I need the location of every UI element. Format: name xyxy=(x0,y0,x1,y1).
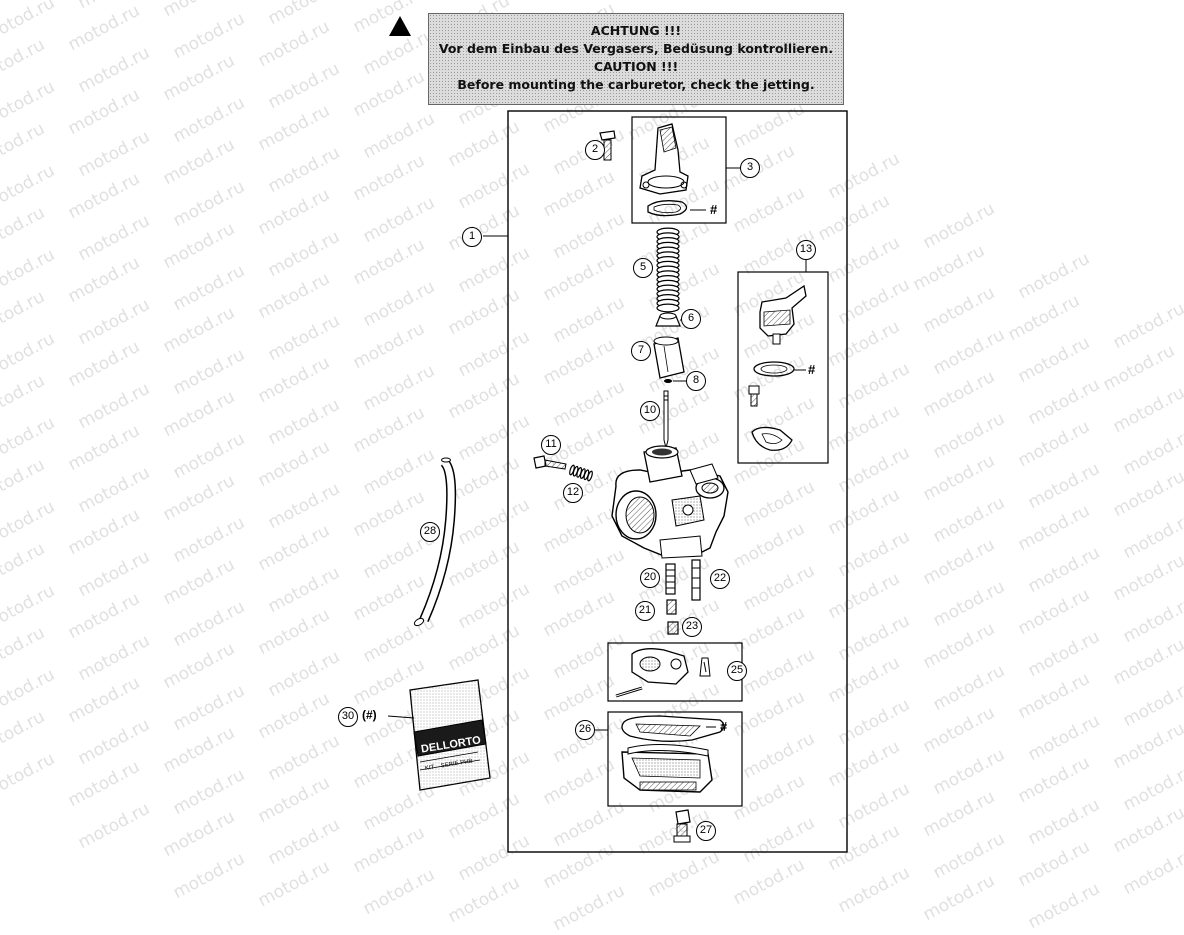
jet-part-20 xyxy=(665,563,676,595)
bag-label-line-1: KIT xyxy=(425,765,435,772)
callout-13: 13 xyxy=(796,240,816,260)
idle-screw-part-11 xyxy=(533,455,567,470)
part-13-box xyxy=(737,271,829,464)
callout-10: 10 xyxy=(640,401,660,421)
watermark-text: motod.ru xyxy=(549,880,629,935)
float-part-25 xyxy=(615,648,711,698)
part-3-box xyxy=(631,116,727,224)
spring-part-5 xyxy=(656,227,680,313)
screw-part-2 xyxy=(599,130,616,161)
callout-28: 28 xyxy=(420,522,440,542)
warning-text-de: Vor dem Einbau des Vergasers, Bedüsung k… xyxy=(438,41,834,56)
bag-label-line-2: SERIE PHB xyxy=(440,759,473,770)
choke-assembly-part-13 xyxy=(748,284,807,451)
callout-21: 21 xyxy=(635,601,655,621)
needle-part-10 xyxy=(663,390,669,449)
callout-26: 26 xyxy=(575,720,595,740)
callout-23: 23 xyxy=(682,617,702,637)
callout-8: 8 xyxy=(686,371,706,391)
fuel-hose-part-28 xyxy=(413,457,457,627)
warning-text-en: Before mounting the carburetor, check th… xyxy=(457,77,815,92)
assembly-frame xyxy=(507,110,848,853)
callout-7: 7 xyxy=(631,341,651,361)
float-bowl-part-26 xyxy=(621,715,725,793)
drain-screw-part-27 xyxy=(673,809,691,843)
carburetor-body xyxy=(611,445,729,559)
hash-mark-part-26: # xyxy=(720,719,728,734)
jet-kit-bag-part-30 xyxy=(387,679,491,791)
clip-part-8 xyxy=(664,379,686,383)
callout-5: 5 xyxy=(633,258,653,278)
diagram-graphics: DELLORTO KIT SERIE PHB xyxy=(387,110,848,853)
hash-mark-part-30: (#) xyxy=(362,708,377,722)
jet-part-23 xyxy=(667,621,679,635)
hash-mark-part-13: # xyxy=(808,362,816,377)
spring-seat-part-6 xyxy=(655,312,684,327)
warning-triangle-icon xyxy=(389,16,411,36)
callout-1: 1 xyxy=(462,227,482,247)
callout-6: 6 xyxy=(681,309,701,329)
callout-12: 12 xyxy=(563,483,583,503)
callout-25: 25 xyxy=(727,661,747,681)
warning-title-de: ACHTUNG !!! xyxy=(590,23,682,38)
callout-27: 27 xyxy=(696,821,716,841)
hash-mark-part-3: # xyxy=(710,202,718,217)
warning-box: ACHTUNG !!! Vor dem Einbau des Vergasers… xyxy=(428,13,844,105)
part-26-box xyxy=(607,711,743,807)
callout-30: 30 xyxy=(338,707,358,727)
callout-2: 2 xyxy=(585,140,605,160)
warning-title-en: CAUTION !!! xyxy=(593,59,679,74)
callout-11: 11 xyxy=(541,435,561,455)
callout-20: 20 xyxy=(640,568,660,588)
spring-part-12 xyxy=(569,464,593,482)
throttle-cap-part-3 xyxy=(639,123,706,217)
throttle-slide-part-7 xyxy=(653,336,685,379)
jet-part-21 xyxy=(666,599,677,615)
jet-part-22 xyxy=(691,559,701,601)
callout-22: 22 xyxy=(710,569,730,589)
callout-3: 3 xyxy=(740,158,760,178)
